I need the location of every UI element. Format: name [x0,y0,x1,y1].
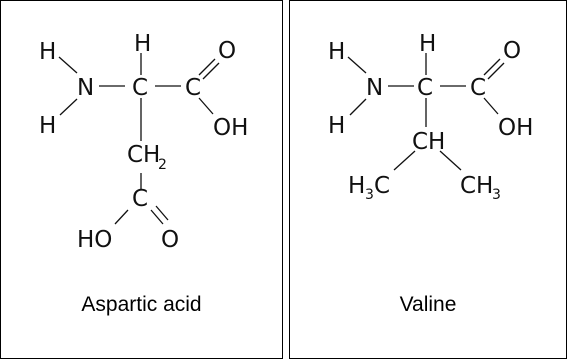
atom-ch3-right: CH [460,173,493,199]
bond-n-h [59,98,78,116]
atom-c-alpha: C [417,75,433,101]
atom-n: N [366,75,383,101]
aspartic-acid-panel: H H N H C C O OH CH 2 C HO O Aspartic ac… [0,0,283,359]
atom-oh: OH [498,115,533,141]
atom-h3c-c: C [374,173,390,199]
atom-o-double: O [218,38,236,64]
atom-o-side: O [161,227,179,253]
bond-c-o-double-b [155,205,169,221]
bond-c-oh [198,97,214,115]
atom-ch2-subscript: 2 [158,157,167,173]
atom-h-upper-left: H [39,39,56,65]
bond-c-oh [483,97,499,115]
atom-ch3-right-subscript: 3 [492,187,501,203]
atom-n: N [77,75,94,101]
atom-h-top: H [419,31,436,57]
atom-ch: CH [412,129,445,155]
atom-h3c-subscript: 3 [365,187,374,203]
bond-c-o-double-1 [198,58,216,76]
atom-c-alpha: C [132,75,148,101]
bond-n-h [349,98,367,116]
atom-oh: OH [213,115,248,141]
aspartic-acid-caption: Aspartic acid [81,293,202,316]
atom-c-carboxyl: C [185,75,201,101]
atom-h3c-h: H [348,173,365,199]
bond-ch-ch3-left [393,150,416,171]
atom-o-double: O [503,38,521,64]
valine-panel: H H N H C C O OH CH H 3 C CH 3 Valine [289,0,567,359]
atom-ch: CH [127,142,160,168]
atom-h-lower-left: H [328,113,345,139]
bond-c-o-double-1 [483,58,501,76]
atom-h-upper-left: H [328,39,345,65]
valine-caption: Valine [399,293,457,316]
valine-structure: H H N H C C O OH CH H 3 C CH 3 [328,31,533,203]
bond-c-o-double-2 [202,62,220,80]
bond-c-o-double-a [150,209,164,225]
bond-h-n [347,56,367,74]
atom-c-carboxyl: C [470,75,486,101]
aspartic-acid-structure: H H N H C C O OH CH 2 C HO O [39,31,248,253]
bond-c-ho [114,209,129,225]
bond-c-o-double-2 [487,62,505,80]
atom-c-side: C [132,186,148,212]
atom-h-top: H [134,31,151,57]
bond-ch-ch3-right [439,150,462,171]
bond-h-n [58,56,78,74]
atom-ho-side: HO [77,227,112,253]
atom-h-lower-left: H [39,113,56,139]
